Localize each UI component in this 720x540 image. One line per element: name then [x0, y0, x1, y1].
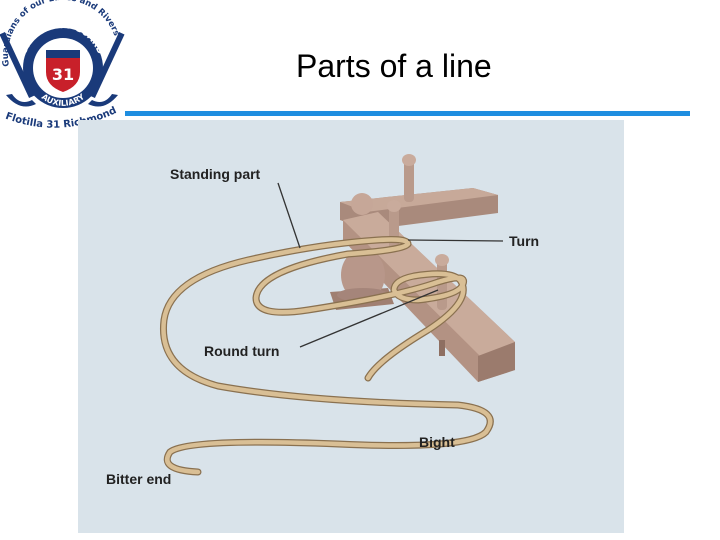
label-leader-lines — [277, 182, 504, 348]
leader-turn — [407, 239, 504, 242]
slide-title: Parts of a line — [296, 48, 492, 84]
shield-icon — [46, 50, 80, 92]
line-parts-diagram: Standing part Turn Round turn Bight Bitt… — [78, 120, 624, 533]
coast-guard-auxiliary-emblem: U.S. COAST GUARD AUXILIARY 31 Guardians … — [0, 0, 125, 131]
cleat-rail — [330, 154, 515, 382]
leader-standing-part — [277, 182, 301, 249]
line-rope — [159, 236, 494, 476]
label-standing-part: Standing part — [170, 166, 261, 182]
title-divider — [125, 111, 690, 116]
label-turn: Turn — [509, 233, 540, 249]
label-bight: Bight — [419, 434, 455, 450]
flotilla-logo: U.S. COAST GUARD AUXILIARY 31 Guardians … — [0, 0, 125, 135]
cleat-illustration — [159, 154, 515, 476]
leader-round-turn — [299, 289, 439, 348]
label-bitter-end: Bitter end — [106, 471, 172, 487]
logo-badge-number: 31 — [52, 65, 74, 84]
label-round-turn: Round turn — [204, 343, 280, 359]
